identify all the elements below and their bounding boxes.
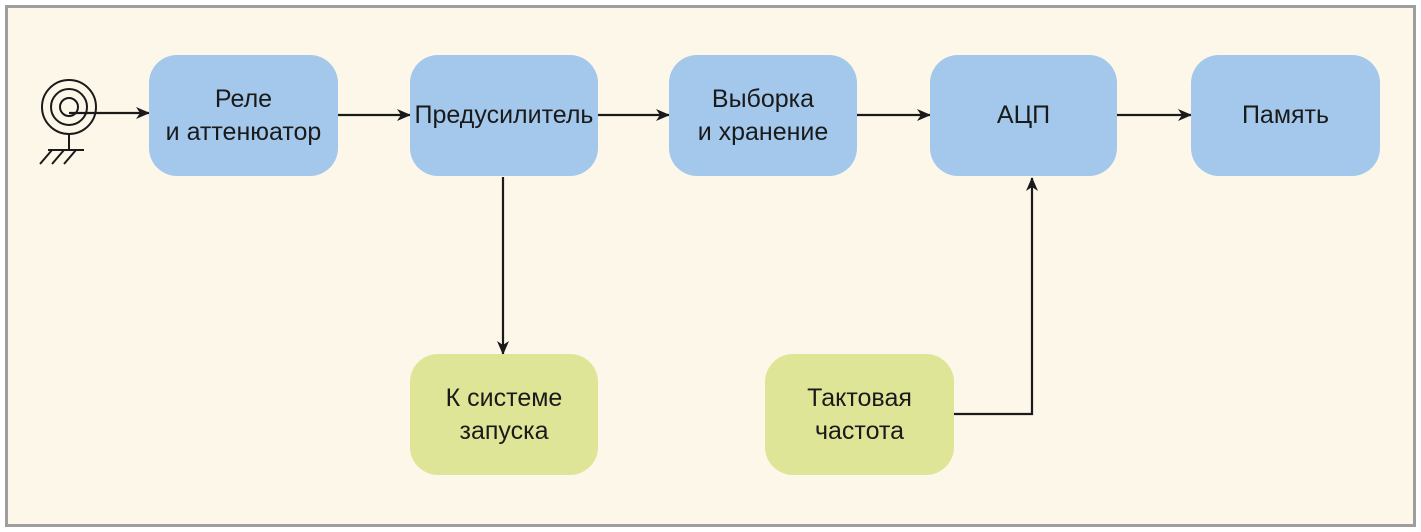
trigger-system-label-line-2: запуска — [459, 416, 549, 445]
relay-attenuator-label-line-1: Реле — [214, 84, 273, 113]
preamplifier-label: Предусилитель — [414, 101, 594, 129]
sample-hold-label-line-2: и хранение — [697, 117, 829, 146]
memory-block: Память — [1191, 55, 1380, 176]
trigger-system-block: К системе запуска — [410, 354, 598, 475]
trigger-system-label-line-1: К системе — [445, 383, 563, 412]
arrow-clock-to-adc — [954, 177, 1038, 416]
memory-label: Память — [1241, 101, 1330, 129]
clock-frequency-block: Тактовая частота — [765, 354, 954, 475]
clock-frequency-label-line-2: частота — [814, 416, 905, 445]
adc-label: АЦП — [996, 101, 1051, 129]
preamplifier-block: Предусилитель — [410, 55, 598, 176]
relay-attenuator-block: Реле и аттенюатор — [149, 55, 338, 176]
coax-input-ground-icon — [39, 79, 97, 165]
relay-attenuator-label-line-2: и аттенюатор — [165, 117, 322, 146]
sample-hold-label-line-1: Выборка — [711, 84, 815, 113]
sample-hold-block: Выборка и хранение — [669, 55, 857, 176]
adc-block: АЦП — [930, 55, 1117, 176]
clock-frequency-label-line-1: Тактовая — [807, 383, 912, 412]
